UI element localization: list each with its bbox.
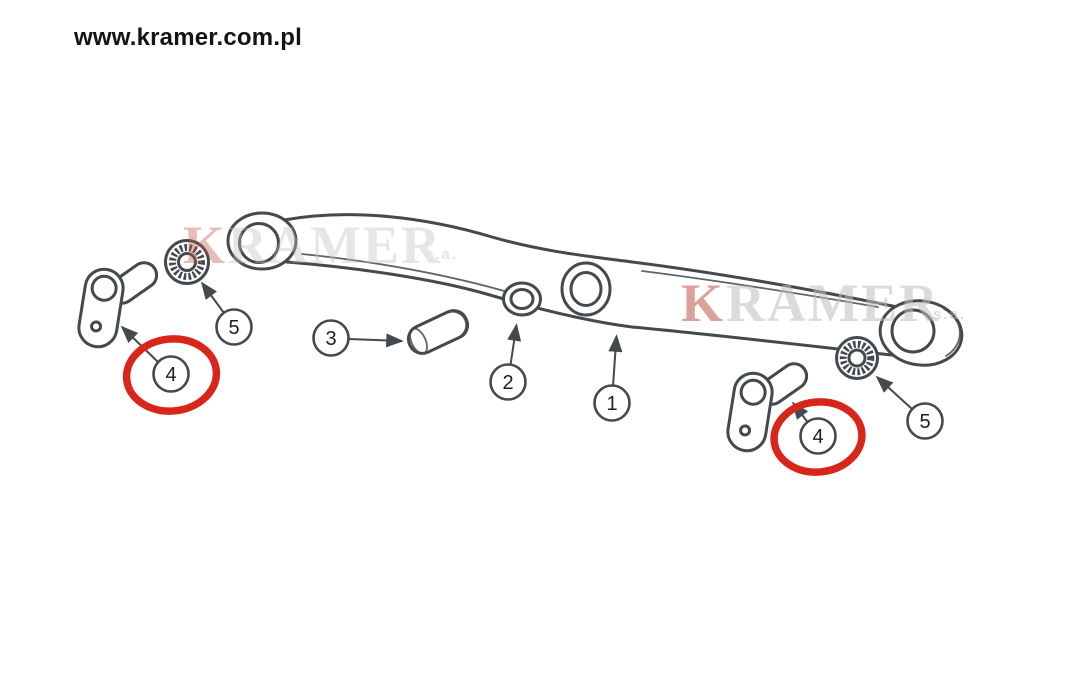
pin-body [406, 309, 470, 355]
seal-knurl [839, 340, 875, 376]
callout-circle [906, 402, 944, 440]
watermark-left: KRAMER s.a. [183, 215, 458, 275]
leader-line-4-left [120, 325, 159, 363]
seal-bore [177, 252, 197, 272]
lever-arm-hub-bore [569, 271, 603, 307]
callout-label: 2 [502, 372, 513, 394]
bushing-bore [509, 288, 535, 310]
lever-arm-right-eye-rim [943, 308, 961, 357]
pivot-bracket-pin-right [726, 362, 809, 453]
website-url: www.kramer.com.pl [74, 24, 302, 51]
bushing-lower-rim [502, 301, 542, 316]
callout-1: 1 [593, 384, 631, 422]
callout-4-left: 4 [152, 355, 190, 393]
callout-label: 4 [165, 364, 176, 386]
lever-arm-crease-left [301, 253, 509, 293]
pin-part [406, 309, 470, 355]
pin-cap [447, 310, 467, 338]
bracket-plate-bore [90, 274, 118, 302]
pin-shaft-cap [788, 362, 809, 386]
pin-shaft-cap [138, 261, 159, 285]
pivot-bracket-pin-left [77, 261, 159, 349]
watermark-suffix: s.a. [933, 306, 966, 323]
callout-5-right: 5 [906, 402, 944, 440]
callout-circle [215, 308, 253, 346]
callout-circle [799, 417, 837, 455]
watermark-brand-text: KRAMER [183, 215, 442, 275]
callout-circle [312, 319, 350, 357]
lever-arm-part [226, 211, 964, 367]
watermark-rest: RAMER [228, 215, 442, 275]
highlight-circle-left [122, 335, 221, 415]
watermark-rest: RAMER [726, 273, 940, 333]
callout-2: 2 [489, 363, 527, 401]
seal-ring-left [164, 239, 210, 285]
seal-ring-right [835, 336, 879, 380]
callout-circle [152, 355, 190, 393]
lever-arm-bottom-edge [285, 260, 902, 358]
highlight-circle-right [770, 398, 866, 476]
callout-3: 3 [312, 319, 350, 357]
callout-label: 5 [919, 411, 930, 433]
leader-line-1 [608, 334, 623, 387]
watermark-initial: K [183, 215, 227, 275]
watermark-right: KRAMER s.a. [681, 273, 966, 333]
pin-end-face [409, 327, 428, 355]
callout-circle [489, 363, 527, 401]
leader-line-3 [348, 333, 404, 348]
seal-knurl [169, 244, 205, 280]
bracket-plate-body [726, 371, 774, 453]
leader-line-2 [507, 323, 522, 366]
callout-label: 4 [812, 426, 823, 448]
callout-label: 5 [228, 317, 239, 339]
leader-line-5-right [875, 375, 913, 410]
callout-label: 3 [325, 328, 336, 350]
lever-arm-top-edge [282, 213, 904, 310]
lever-arm-left-eye-bore [238, 222, 280, 264]
bracket-plate [77, 267, 125, 349]
bushing-part [502, 281, 542, 317]
callout-4-right: 4 [799, 417, 837, 455]
lever-arm-right-eye-bore [890, 308, 936, 354]
callout-label: 1 [606, 393, 617, 415]
bracket-plate [726, 371, 774, 453]
seal-bore [847, 348, 867, 368]
lever-arm-crease-right [641, 270, 879, 308]
leader-line-5-left [200, 281, 225, 314]
watermark-initial: K [681, 273, 725, 333]
bracket-plate-body [77, 267, 125, 349]
bracket-plate-small-hole [739, 424, 752, 437]
watermark-suffix: s.a. [425, 246, 458, 263]
watermark-brand-text: KRAMER [681, 273, 940, 333]
bracket-plate-small-hole [90, 320, 103, 333]
bracket-plate-bore [739, 378, 767, 406]
callout-circle [593, 384, 631, 422]
callout-5-left: 5 [215, 308, 253, 346]
